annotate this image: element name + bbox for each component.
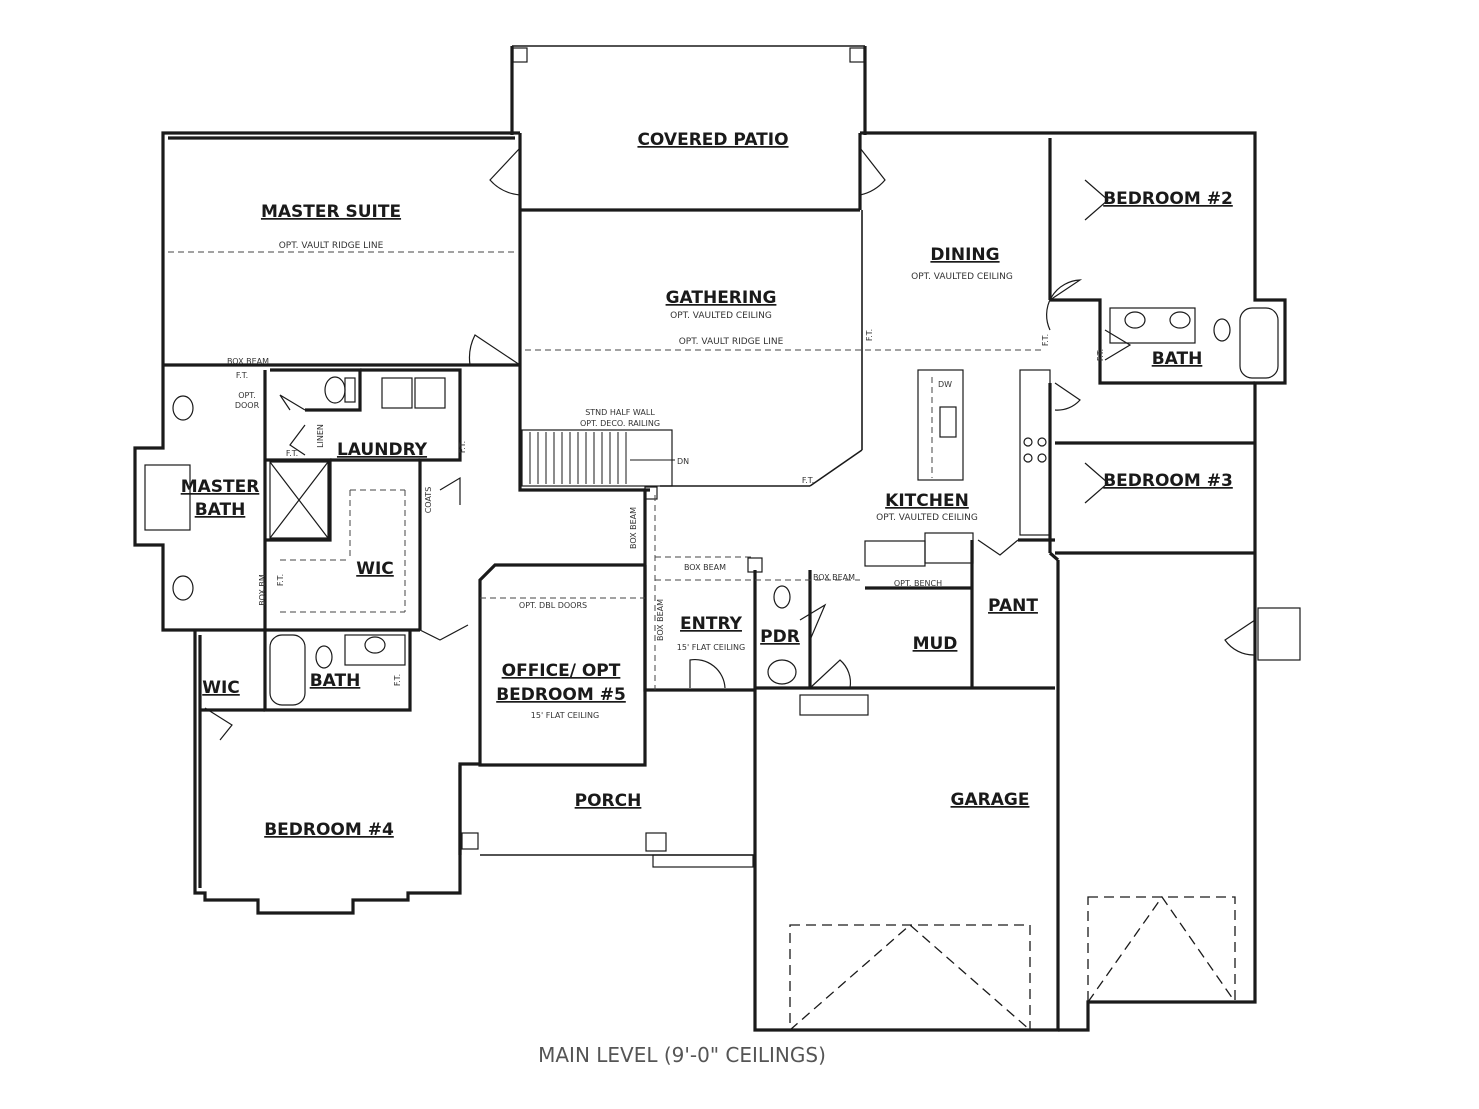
note-opt-bench: OPT. BENCH — [894, 579, 942, 588]
note-ft-wic: F.T. — [276, 574, 285, 586]
note-ft-linen: F.T. — [286, 449, 298, 458]
label-laundry: LAUNDRY — [337, 440, 428, 460]
note-flat-ceiling-office: 15' FLAT CEILING — [531, 711, 599, 720]
note-opt-door-1: OPT. — [238, 391, 256, 400]
note-ft-lower-bath: F.T. — [393, 674, 402, 686]
note-stnd-half-wall: STND HALF WALL — [585, 408, 655, 417]
note-linen: LINEN — [316, 424, 325, 448]
note-coats: COATS — [424, 487, 433, 514]
label-pant: PANT — [988, 596, 1038, 616]
note-opt-vault-ridge-master: OPT. VAULT RIDGE LINE — [279, 241, 384, 251]
garage-doors — [789, 895, 1236, 1031]
plan-notes: OPT. VAULT RIDGE LINE OPT. VAULTED CEILI… — [227, 241, 1105, 720]
plan-caption: MAIN LEVEL (9'-0" CEILINGS) — [538, 1043, 826, 1067]
note-ft-gathering: F.T. — [802, 476, 814, 485]
walls — [133, 45, 1287, 1032]
label-gathering: GATHERING — [666, 288, 777, 308]
note-ft-master: F.T. — [236, 371, 248, 380]
note-box-beam-1: BOX BEAM — [227, 357, 269, 366]
note-box-beam-entry: BOX BEAM — [684, 563, 726, 572]
label-pdr: PDR — [760, 627, 800, 647]
note-box-bm: BOX BM — [258, 574, 267, 606]
label-dining: DINING — [930, 245, 999, 265]
note-ft-bath: F.T. — [1096, 349, 1105, 361]
note-ft-laundry: F.T. — [458, 441, 467, 453]
label-bedroom-3: BEDROOM #3 — [1103, 471, 1233, 491]
label-porch: PORCH — [575, 791, 642, 811]
label-bedroom-4: BEDROOM #4 — [264, 820, 394, 840]
room-labels: COVERED PATIO MASTER SUITE GATHERING DIN… — [181, 130, 1233, 840]
label-covered-patio: COVERED PATIO — [637, 130, 788, 150]
note-opt-deco-railing: OPT. DECO. RAILING — [580, 419, 660, 428]
note-opt-vault-ridge-gathering: OPT. VAULT RIDGE LINE — [679, 337, 784, 347]
note-opt-vaulted-gathering: OPT. VAULTED CEILING — [670, 311, 772, 321]
label-bath-lower: BATH — [310, 671, 361, 691]
doors — [204, 147, 1256, 741]
label-mud: MUD — [913, 634, 958, 654]
note-dn: DN — [677, 457, 689, 466]
stairs — [521, 429, 675, 487]
note-dw: DW — [938, 380, 952, 389]
note-opt-vaulted-dining: OPT. VAULTED CEILING — [911, 272, 1013, 282]
note-opt-door-2: DOOR — [235, 401, 260, 410]
note-box-beam-vertical: BOX BEAM — [629, 507, 638, 549]
label-wic-master: WIC — [356, 559, 394, 579]
note-ft-dining-right: F.T. — [1041, 334, 1050, 346]
label-office-2: BEDROOM #5 — [496, 685, 626, 705]
note-ft-dining: F.T. — [865, 329, 874, 341]
label-master-bath-2: BATH — [195, 500, 246, 520]
dashed-lines — [168, 210, 1045, 690]
label-bedroom-2: BEDROOM #2 — [1103, 189, 1233, 209]
label-master-bath-1: MASTER — [181, 477, 260, 497]
note-flat-ceiling-entry: 15' FLAT CEILING — [677, 643, 745, 652]
note-box-beam-mud: BOX BEAM — [813, 573, 855, 582]
label-kitchen: KITCHEN — [885, 491, 969, 511]
label-garage: GARAGE — [951, 790, 1030, 810]
label-bath-upper: BATH — [1152, 349, 1203, 369]
fixtures — [144, 47, 1301, 868]
note-opt-vaulted-kitchen: OPT. VAULTED CEILING — [876, 513, 978, 523]
label-office-1: OFFICE/ OPT — [502, 661, 621, 681]
label-entry: ENTRY — [680, 614, 743, 634]
note-opt-dbl-doors: OPT. DBL DOORS — [519, 601, 587, 610]
label-wic-small: WIC — [202, 678, 240, 698]
note-box-beam-office: BOX BEAM — [656, 599, 665, 641]
label-master-suite: MASTER SUITE — [261, 202, 401, 222]
